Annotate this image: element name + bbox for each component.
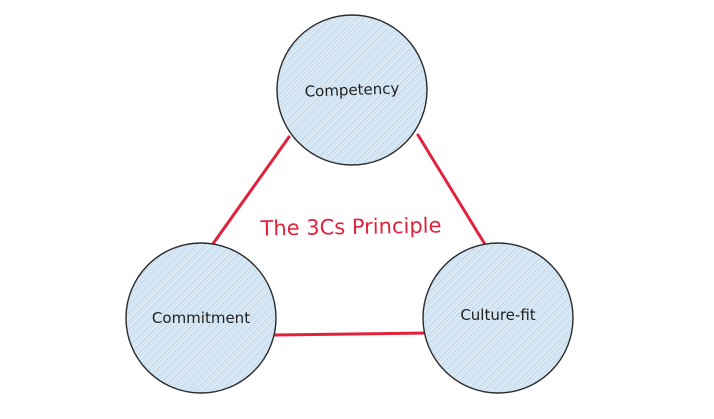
edge-competency-commitment [208,135,291,250]
node-label-culture-fit: Culture-fit [460,306,535,324]
diagram-title: The 3Cs Principle [259,213,441,240]
edge-commitment-culture-fit [273,331,431,337]
node-culture-fit: Culture-fit [422,242,574,394]
node-circle-competency [276,14,428,166]
node-competency: Competency [276,14,428,166]
edge-competency-culture-fit [416,133,488,248]
node-circle-commitment [125,242,277,394]
edges [208,133,488,337]
node-label-commitment: Commitment [152,309,250,327]
node-commitment: Commitment [125,242,277,394]
node-label-competency: Competency [304,79,399,100]
node-circle-culture-fit [422,242,574,394]
